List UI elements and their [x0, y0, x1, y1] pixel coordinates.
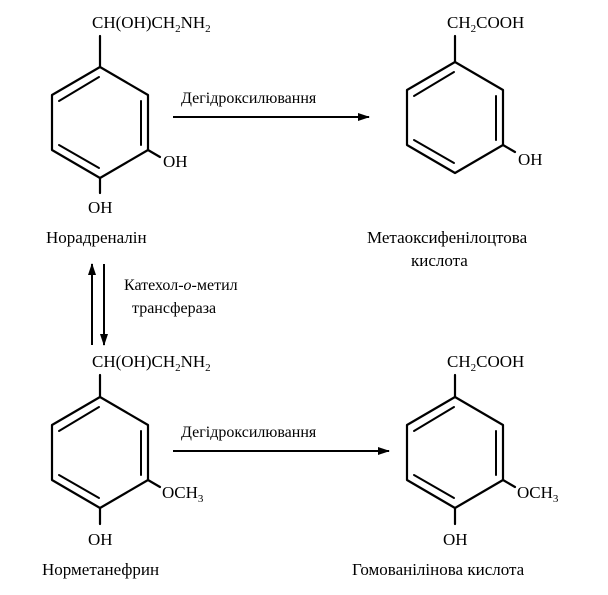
enzyme-label-line2: трансфераза: [132, 300, 216, 317]
methoxy-label: OCH3: [517, 483, 559, 505]
double-bond: [413, 139, 455, 164]
hydroxyl-label: OH: [88, 530, 113, 549]
metaoxyphenylacetic-name-line2: кислота: [411, 251, 468, 270]
metaoxyphenylacetic-side-chain: CH2COOH: [447, 13, 524, 35]
metaoxyphenylacetic-molecule: CH2COOH OH Метаоксифенілоцтова кислота: [367, 13, 543, 270]
noradrenaline-name: Норадреналін: [46, 228, 147, 247]
methoxy-label: OCH3: [162, 483, 204, 505]
normetanephrine-side-chain: CH(OH)CH2NH2: [92, 352, 211, 374]
enzyme-label-line1: Катехол-о-метил: [124, 277, 238, 294]
benzene-ring: [405, 60, 505, 175]
oh-bond: [501, 143, 517, 154]
benzene-ring: [50, 65, 150, 180]
homovanillic-molecule: CH2COOH OCH3 OH Гомованілінова кислота: [352, 352, 559, 579]
double-bond: [58, 76, 100, 102]
hydroxyl-label: OH: [163, 152, 188, 171]
hydroxyl-label: OH: [518, 150, 543, 169]
homovanillic-name: Гомованілінова кислота: [352, 560, 525, 579]
metaoxyphenylacetic-name-line1: Метаоксифенілоцтова: [367, 228, 528, 247]
normetanephrine-molecule: CH(OH)CH2NH2 OCH3 OH Норметанефрин: [42, 352, 211, 579]
top-reaction-arrow: Дегідроксилювання: [173, 90, 370, 121]
oh-bond: [146, 148, 162, 159]
hydroxyl-label: OH: [443, 530, 468, 549]
noradrenaline-molecule: CH(OH)CH2NH2 OH OH Норадреналін: [46, 13, 211, 247]
double-bond: [58, 474, 100, 499]
benzene-ring: [50, 395, 150, 510]
double-bond: [413, 406, 455, 432]
normetanephrine-name: Норметанефрин: [42, 560, 159, 579]
top-arrow-label: Дегідроксилювання: [181, 90, 317, 107]
benzene-ring: [405, 395, 505, 510]
homovanillic-side-chain: CH2COOH: [447, 352, 524, 374]
noradrenaline-side-chain: CH(OH)CH2NH2: [92, 13, 211, 35]
methoxy-bond: [146, 478, 162, 489]
hydroxyl-label: OH: [88, 198, 113, 217]
methoxy-bond: [501, 478, 517, 489]
vertical-equilibrium-arrows: Катехол-о-метил трансфераза: [88, 263, 238, 346]
double-bond: [413, 71, 455, 97]
bottom-arrow-label: Дегідроксилювання: [181, 424, 317, 441]
double-bond: [58, 406, 100, 432]
double-bond: [413, 474, 455, 499]
double-bond: [58, 144, 100, 169]
bottom-reaction-arrow: Дегідроксилювання: [173, 424, 390, 455]
